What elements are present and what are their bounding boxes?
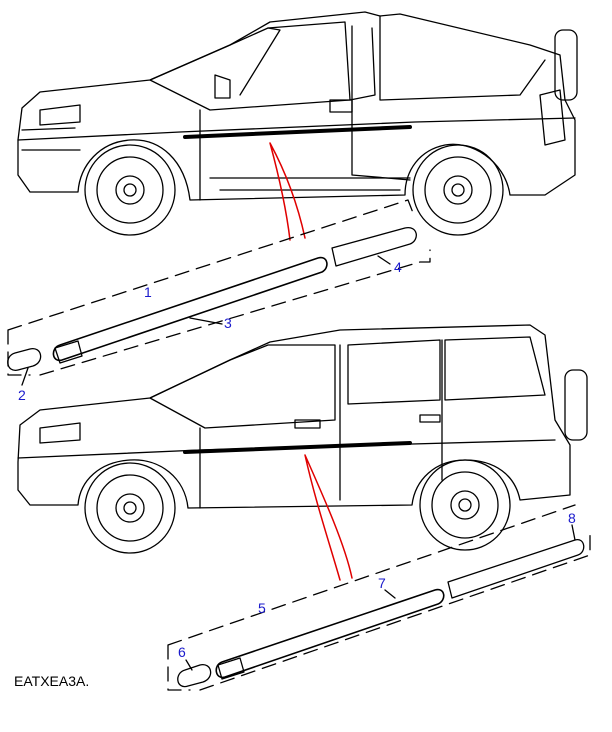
callout-8: 8 [568,510,576,526]
leader-lines [269,142,353,581]
trim-set-lower [167,504,591,691]
callout-7: 7 [378,575,386,591]
callout-3: 3 [224,315,232,331]
callout-4: 4 [394,259,402,275]
callout-1: 1 [144,284,152,300]
vehicle-5-door [17,324,588,554]
diagram-code: EATXEA3A. [14,673,90,689]
vehicle-3-door [17,11,578,236]
trim-set-upper [7,199,431,386]
callout-2: 2 [18,387,26,403]
callout-6: 6 [178,644,186,660]
callout-5: 5 [258,600,266,616]
